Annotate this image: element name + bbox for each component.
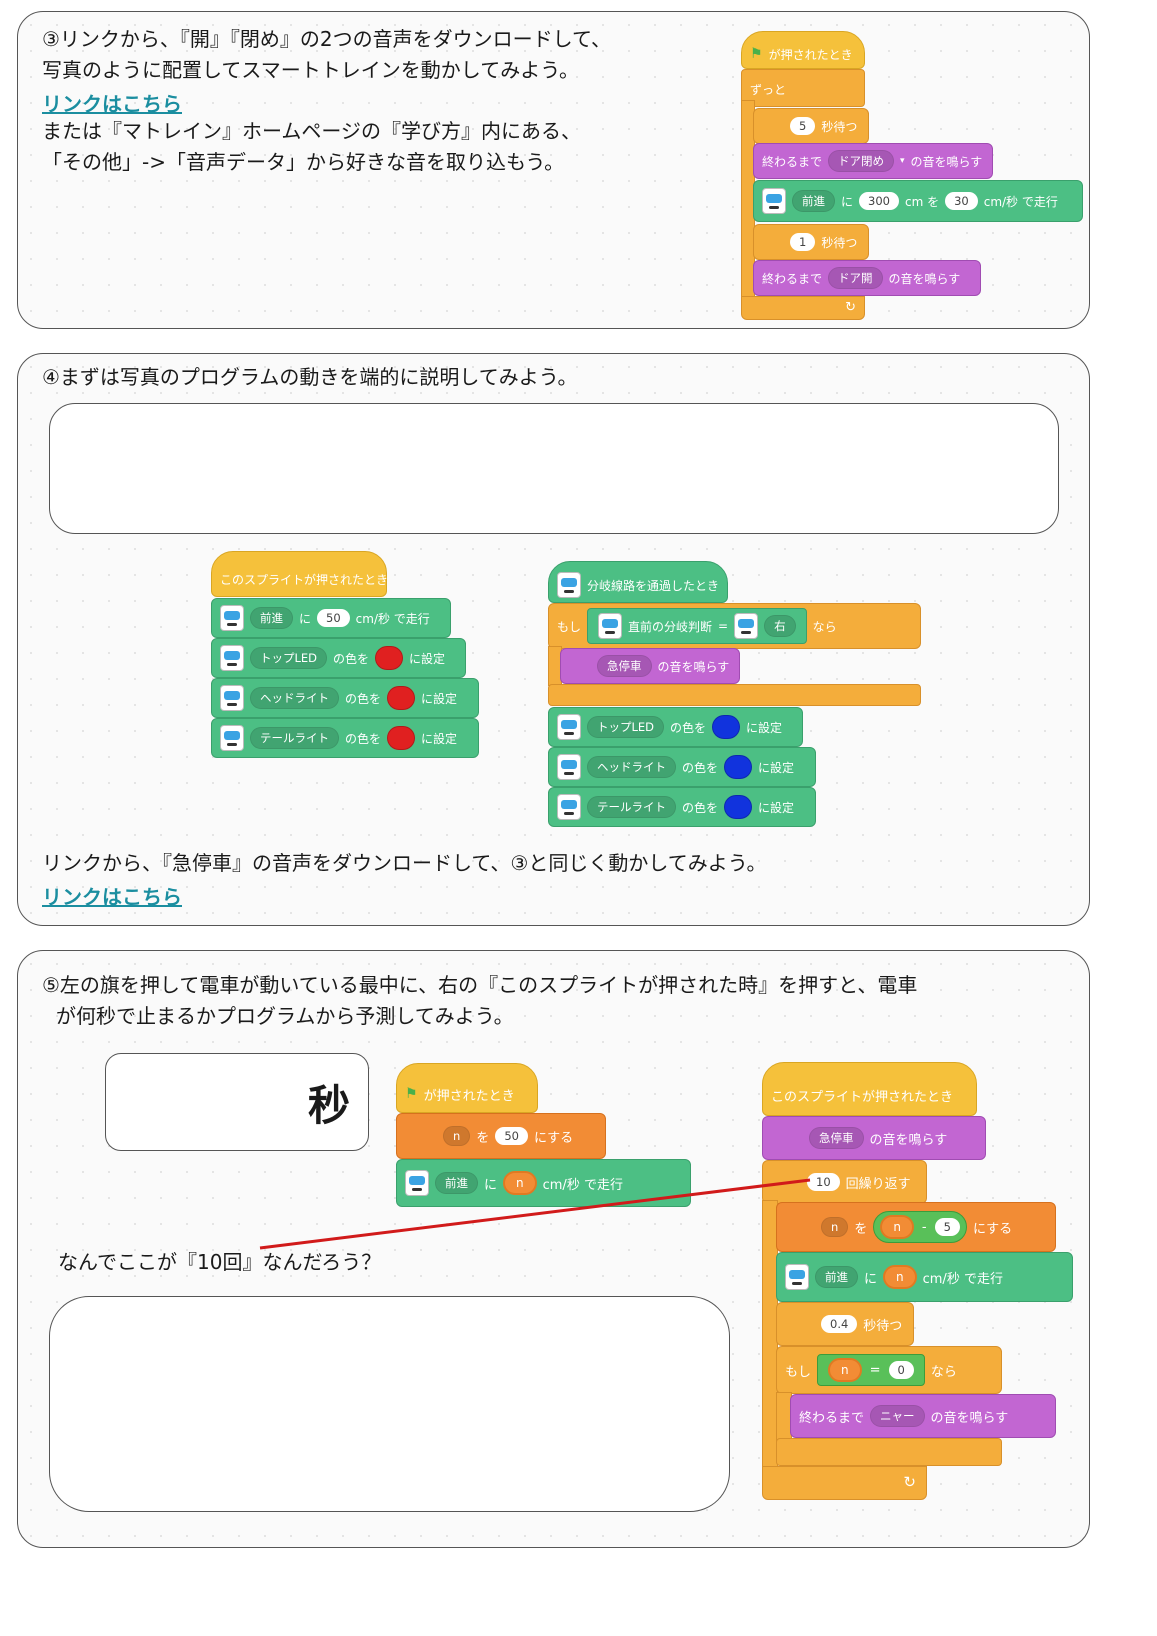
if-end xyxy=(548,684,921,706)
subtract-operator[interactable]: n - 5 xyxy=(873,1211,967,1243)
color-block-taillight[interactable]: テールライト の色を に設定 xyxy=(548,787,816,827)
color-swatch-red[interactable] xyxy=(387,726,416,750)
sec4-link[interactable]: リンクはこちら xyxy=(42,885,182,909)
robot-icon xyxy=(405,1170,429,1196)
branch-passed-hat[interactable]: 分岐線路を通過したとき xyxy=(548,561,728,603)
robot-icon xyxy=(598,613,623,639)
color-swatch-blue[interactable] xyxy=(724,755,753,779)
sec3-line4: 「その他」->「音声データ」から好きな音を取り込もう。 xyxy=(42,150,565,174)
move-block[interactable]: 前進 に 50 cm/秒 で走行 xyxy=(211,598,451,638)
move-block[interactable]: 前進 に n cm/秒 で走行 xyxy=(396,1159,691,1207)
if-block[interactable]: もし 直前の分岐判断 = 右 なら xyxy=(548,603,921,649)
color-block-top-led[interactable]: トップLED の色を に設定 xyxy=(211,638,466,678)
color-block-top-led[interactable]: トップLED の色を に設定 xyxy=(548,707,803,747)
robot-icon xyxy=(220,645,244,671)
move-block[interactable]: 前進 に n cm/秒 で走行 xyxy=(776,1252,1073,1302)
set-variable-block[interactable]: n を n - 5 にする xyxy=(776,1202,1056,1252)
sec5-line2: が何秒で止まるかプログラムから予測してみよう。 xyxy=(56,1004,514,1028)
robot-icon xyxy=(557,714,581,740)
set-variable-block[interactable]: n を 50 にする xyxy=(396,1113,606,1159)
robot-icon xyxy=(557,794,581,820)
green-flag-icon: ⚑ xyxy=(750,46,763,62)
sound-block-emergency[interactable]: 急停車の音を鳴らす xyxy=(762,1116,986,1160)
robot-icon xyxy=(220,725,244,751)
color-block-headlight[interactable]: ヘッドライト の色を に設定 xyxy=(211,678,479,718)
sec5-answer-box[interactable] xyxy=(49,1296,730,1512)
color-block-headlight[interactable]: ヘッドライト の色を に設定 xyxy=(548,747,816,787)
sec3-line2: 写真のように配置してスマートトレインを動かしてみよう。 xyxy=(42,58,579,82)
robot-icon xyxy=(734,613,759,639)
if-block[interactable]: もし n = 0 なら xyxy=(776,1346,1002,1394)
loop-arrow-icon: ↻ xyxy=(903,1473,916,1491)
sec4-answer-box[interactable] xyxy=(49,403,1059,534)
equals-operator[interactable]: n = 0 xyxy=(817,1354,925,1386)
move-block[interactable]: 前進 に 300 cm を 30 cm/秒 で走行 xyxy=(753,180,1083,222)
sec5-question: なんでここが『10回』なんだろう？ xyxy=(58,1250,382,1274)
green-flag-icon: ⚑ xyxy=(405,1086,418,1102)
sound-block-emergency[interactable]: 急停車の音を鳴らす xyxy=(560,648,740,684)
robot-icon xyxy=(762,188,786,214)
sec3-line1: ③リンクから、『開』『閉め』の2つの音声をダウンロードして、 xyxy=(42,27,612,51)
if-end xyxy=(776,1438,1002,1466)
chevron-down-icon: ▾ xyxy=(900,156,905,166)
sound-block-meow[interactable]: 終わるまでニャーの音を鳴らす xyxy=(790,1394,1056,1438)
forever-end: ↻ xyxy=(741,296,865,320)
sec4-bottom-text: リンクから、『急停車』の音声をダウンロードして、③と同じく動かしてみよう。 xyxy=(42,851,767,875)
sound-block-door-open[interactable]: 終わるまでドア開の音を鳴らす xyxy=(753,260,981,296)
robot-icon xyxy=(557,754,581,780)
sec4-title: ④まずは写真のプログラムの動きを端的に説明してみよう。 xyxy=(42,365,578,389)
repeat-count[interactable]: 10 xyxy=(807,1173,840,1191)
sprite-clicked-hat[interactable]: このスプライトが押されたとき xyxy=(762,1062,977,1116)
color-swatch-blue[interactable] xyxy=(724,795,753,819)
sound-dropdown[interactable]: ドア閉め xyxy=(828,150,895,172)
sec3-link[interactable]: リンクはこちら xyxy=(42,92,182,116)
sprite-clicked-hat[interactable]: このスプライトが押されたとき xyxy=(211,551,388,597)
loop-arrow-icon: ↻ xyxy=(845,300,856,315)
condition[interactable]: 直前の分岐判断 = 右 xyxy=(587,608,807,644)
robot-icon xyxy=(220,605,244,631)
flag-hat-block[interactable]: ⚑が押されたとき xyxy=(396,1063,538,1113)
forever-block[interactable]: ずっと xyxy=(741,69,865,107)
robot-icon xyxy=(220,685,244,711)
robot-icon xyxy=(557,572,581,598)
seconds-answer-box[interactable]: 秒 xyxy=(105,1053,369,1151)
seconds-unit: 秒 xyxy=(307,1081,350,1130)
repeat-end: ↻ xyxy=(762,1466,927,1500)
color-swatch-red[interactable] xyxy=(375,646,404,670)
flag-hat-block[interactable]: ⚑が押されたとき xyxy=(741,31,865,69)
sound-block-door-close[interactable]: 終わるまでドア閉め▾の音を鳴らす xyxy=(753,143,993,179)
color-swatch-blue[interactable] xyxy=(712,715,741,739)
color-block-taillight[interactable]: テールライト の色を に設定 xyxy=(211,718,479,758)
sec3-line3: または『マトレイン』ホームページの『学び方』内にある、 xyxy=(42,119,581,143)
color-swatch-red[interactable] xyxy=(387,686,416,710)
robot-icon xyxy=(785,1264,809,1290)
sec5-line1: ⑤左の旗を押して電車が動いている最中に、右の『このスプライトが押された時』を押す… xyxy=(42,973,918,997)
